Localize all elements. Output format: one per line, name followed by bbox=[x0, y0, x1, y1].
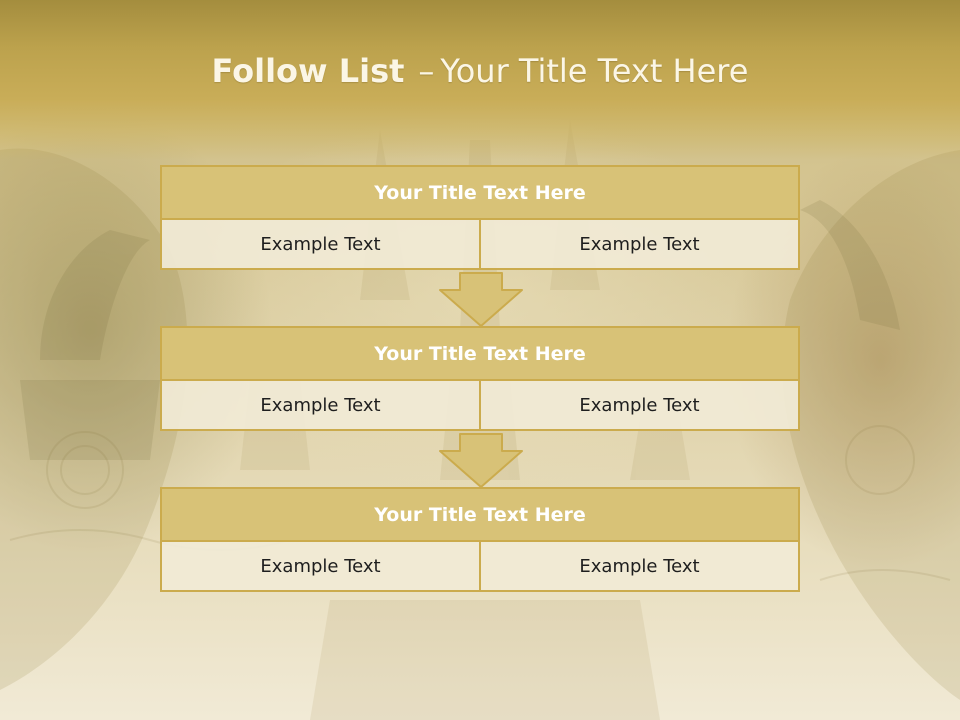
flow-cell-left[interactable]: Example Text bbox=[160, 381, 481, 431]
flow-block-3: Your Title Text Here Example Text Exampl… bbox=[160, 487, 800, 592]
flow-block-title[interactable]: Your Title Text Here bbox=[160, 487, 800, 542]
flow-block-row: Example Text Example Text bbox=[160, 542, 800, 592]
down-arrow-icon bbox=[439, 272, 523, 327]
flow-cell-left[interactable]: Example Text bbox=[160, 542, 481, 592]
flow-cell-right[interactable]: Example Text bbox=[481, 220, 800, 270]
slide-title-rest: Your Title Text Here bbox=[440, 52, 749, 90]
flow-cell-right[interactable]: Example Text bbox=[481, 381, 800, 431]
header-band bbox=[0, 0, 960, 160]
flow-block-2: Your Title Text Here Example Text Exampl… bbox=[160, 326, 800, 431]
slide-title-bold: Follow List bbox=[211, 52, 405, 90]
flow-cell-left[interactable]: Example Text bbox=[160, 220, 481, 270]
flow-cell-right[interactable]: Example Text bbox=[481, 542, 800, 592]
slide-title-separator: – bbox=[418, 52, 435, 90]
down-arrow-icon bbox=[439, 433, 523, 488]
flow-block-row: Example Text Example Text bbox=[160, 220, 800, 270]
slide-title: Follow List–Your Title Text Here bbox=[0, 52, 960, 90]
flow-block-title[interactable]: Your Title Text Here bbox=[160, 326, 800, 381]
flow-block-row: Example Text Example Text bbox=[160, 381, 800, 431]
flow-block-title[interactable]: Your Title Text Here bbox=[160, 165, 800, 220]
flow-block-1: Your Title Text Here Example Text Exampl… bbox=[160, 165, 800, 270]
